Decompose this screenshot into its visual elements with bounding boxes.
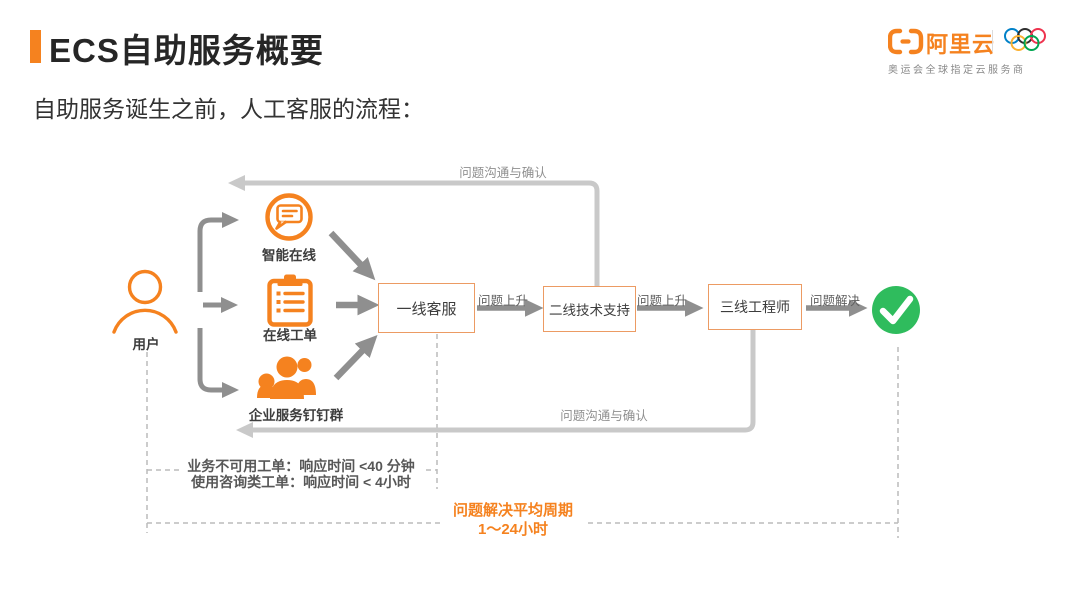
sla-note-line1: 业务不可用工单：响应时间 <40 分钟	[187, 458, 415, 474]
alibaba-cloud-logo: 阿里云 奥运会全球指定云服务商	[888, 24, 1054, 76]
alibaba-brackets-icon	[888, 28, 924, 55]
arrow-online-to-l1	[328, 230, 376, 281]
olympic-rings-icon	[1004, 28, 1046, 51]
sla-note: 业务不可用工单：响应时间 <40 分钟 使用咨询类工单：响应时间 < 4小时	[179, 458, 423, 491]
resolved-label: 问题解决	[809, 294, 861, 308]
stage-box-l1-support: 一线客服	[378, 283, 475, 333]
feedback-arrow-bottom	[236, 328, 756, 439]
feedback-arrow-top	[228, 175, 600, 286]
stage-label: 一线客服	[396, 300, 457, 318]
logo-tagline: 奥运会全球指定云服务商	[888, 65, 1026, 76]
sla-note-line2: 使用咨询类工单：响应时间 < 4小时	[191, 473, 411, 490]
arrow-user-to-dingtalk	[197, 328, 239, 398]
escalation-label-1: 问题上升	[477, 294, 529, 308]
clipboard-icon	[267, 274, 313, 327]
cycle-note: 问题解决平均周期 1～24小时	[440, 500, 586, 540]
title-accent-bar	[30, 30, 41, 63]
logo-brand: 阿里云	[926, 32, 996, 57]
channel-label-online-ticket: 在线工单	[263, 328, 317, 343]
feedback-label-bottom: 问题沟通与确认	[560, 409, 648, 423]
channel-arrows	[328, 230, 380, 381]
subtitle: 自助服务诞生之前，人工客服的流程：	[33, 96, 424, 122]
stage-label: 二线技术支持	[549, 303, 630, 318]
cycle-note-line1: 问题解决平均周期	[452, 502, 574, 519]
stage-label: 三线工程师	[720, 299, 790, 315]
people-group-icon	[257, 356, 316, 399]
escalation-label-2: 问题上升	[636, 294, 688, 308]
chat-bubble-icon	[265, 193, 313, 241]
user-icon	[112, 269, 178, 334]
arrow-dingtalk-to-l1	[333, 334, 378, 381]
channel-label-smart-online: 智能在线	[262, 248, 316, 263]
page-title: ECS自助服务概要	[49, 32, 324, 69]
check-circle-icon	[872, 286, 920, 334]
cycle-note-line2: 1～24小时	[477, 521, 549, 538]
user-label: 用户	[132, 337, 160, 352]
arrow-user-to-online	[197, 211, 239, 292]
feedback-label-top: 问题沟通与确认	[459, 166, 547, 180]
user-branch-arrows	[197, 211, 239, 398]
logo-divider	[992, 30, 993, 52]
stage-box-l2-support: 二线技术支持	[543, 286, 636, 332]
channel-label-dingtalk-group: 企业服务钉钉群	[248, 408, 344, 423]
feedback-arrows	[228, 175, 756, 439]
stage-box-l3-engineer: 三线工程师	[708, 284, 802, 330]
